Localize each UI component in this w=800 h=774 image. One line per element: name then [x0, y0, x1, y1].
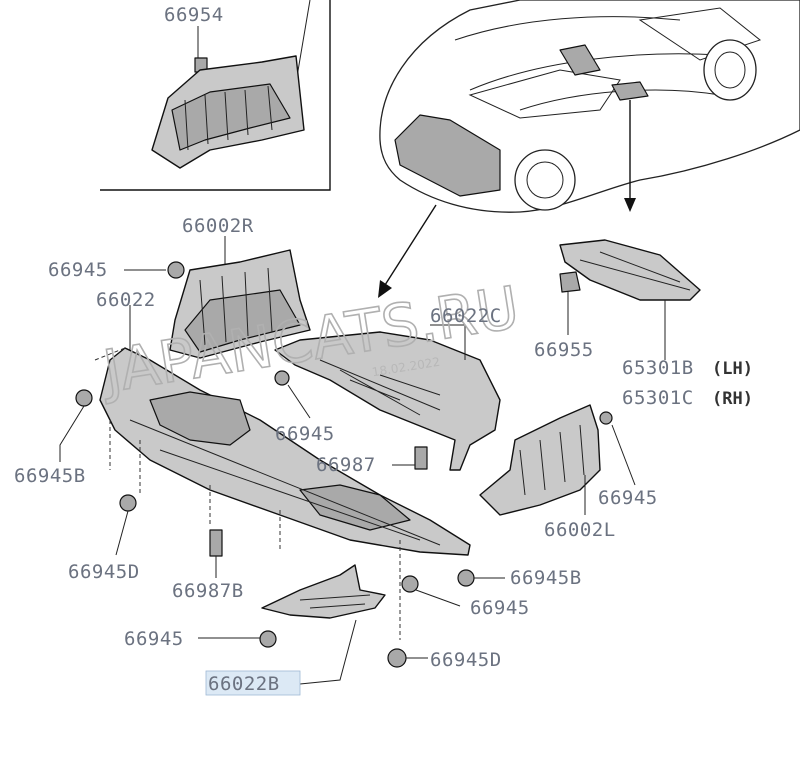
label-66987[interactable]: 66987 — [316, 454, 376, 476]
part-66022 — [94, 305, 471, 640]
part-65301 — [559, 239, 701, 360]
inset-box — [100, 0, 331, 191]
label-66022[interactable]: 66022 — [96, 289, 156, 311]
clip-66945D-bottom — [387, 648, 428, 668]
label-66955[interactable]: 66955 — [534, 339, 594, 361]
label-66945D-left[interactable]: 66945D — [68, 561, 140, 583]
bolt-66987B — [209, 529, 223, 578]
clip-66945-bottom-left — [198, 630, 277, 648]
clip-66945-right — [611, 424, 636, 486]
label-66954[interactable]: 66954 — [164, 4, 224, 26]
clip-66945D-left — [115, 494, 137, 556]
clip-66945-bottom-center — [401, 575, 461, 607]
highlight-66022B — [205, 670, 301, 696]
label-66945B-left[interactable]: 66945B — [14, 465, 86, 487]
label-66945B-bottom[interactable]: 66945B — [510, 567, 582, 589]
clip-66945B-bottom — [457, 569, 505, 587]
part-66022B — [261, 564, 386, 685]
label-66945-bottom-left[interactable]: 66945 — [124, 628, 184, 650]
label-65301C[interactable]: 65301C — [622, 387, 694, 409]
fasteners — [59, 370, 636, 668]
clip-66945-mid — [274, 370, 311, 419]
clip-66945B-left — [59, 389, 93, 462]
label-66945-mid[interactable]: 66945 — [275, 423, 335, 445]
label-66945-bottom-center[interactable]: 66945 — [470, 597, 530, 619]
label-66002R[interactable]: 66002R — [182, 215, 254, 237]
label-66022B[interactable]: 66022B — [208, 673, 280, 695]
label-lh: (LH) — [712, 359, 753, 379]
part-66002R — [124, 236, 311, 359]
part-66002L — [479, 404, 613, 516]
car-illustration — [378, 0, 800, 298]
label-65301B[interactable]: 65301B — [622, 357, 694, 379]
label-66945D-bottom[interactable]: 66945D — [430, 649, 502, 671]
label-66002L[interactable]: 66002L — [544, 519, 616, 541]
label-66945-top[interactable]: 66945 — [48, 259, 108, 281]
label-66945-right[interactable]: 66945 — [598, 487, 658, 509]
part-66022C — [274, 324, 501, 471]
label-66987B[interactable]: 66987B — [172, 580, 244, 602]
label-rh: (RH) — [712, 389, 753, 409]
label-66022C[interactable]: 66022C — [430, 305, 502, 327]
bolt-66987 — [392, 446, 428, 470]
